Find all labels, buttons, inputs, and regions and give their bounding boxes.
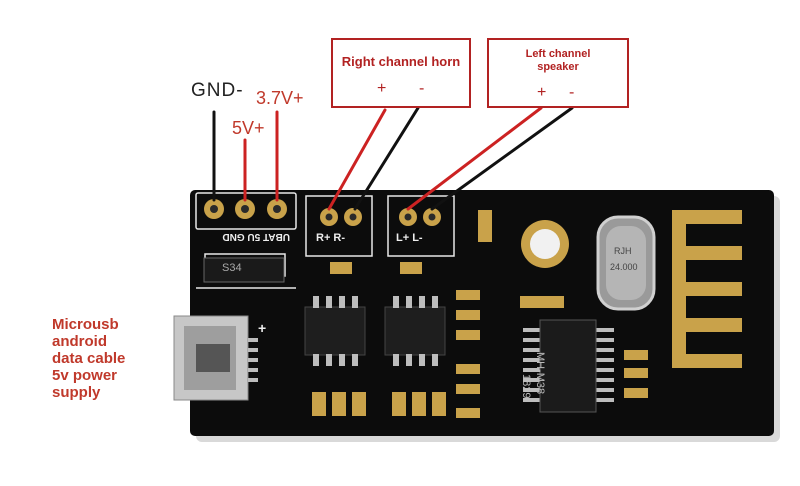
crystal-marking-2: 24.000 — [610, 262, 638, 272]
right-channel-callout: Right channel horn + - — [331, 38, 471, 108]
left-channel-callout: Left channel speaker + - — [487, 38, 629, 108]
power-pads — [204, 199, 287, 219]
gnd-label: GND- — [191, 80, 244, 101]
left-terminal-frame — [387, 195, 455, 257]
right-terminal-frame — [305, 195, 373, 257]
left-channel-minus: - — [569, 84, 575, 101]
usb-plus-marking: + — [258, 320, 267, 336]
pcb-antenna — [672, 210, 742, 368]
usb-note-line-2: android — [52, 333, 107, 350]
left-channel-plus: + — [537, 84, 547, 101]
silk-right-terminal: R+ R- — [316, 232, 346, 244]
amplifier-chip-2 — [384, 296, 446, 366]
chip-marking-1: MH-M38 — [534, 352, 546, 395]
bluetooth-chip — [523, 319, 614, 413]
micro-usb-port — [173, 315, 258, 401]
regulator — [203, 257, 285, 283]
usb-note-line-1: Microusb — [52, 316, 119, 333]
crystal-marking-1: RJH — [614, 246, 632, 256]
silk-left-terminal: L+ L- — [396, 232, 423, 244]
bat-label: 3.7V+ — [256, 88, 304, 108]
right-channel-plus: + — [377, 80, 387, 97]
left-channel-title: Left channel speaker — [525, 48, 591, 73]
right-channel-title: Right channel horn — [341, 54, 461, 69]
regulator-marking: S34 — [222, 262, 242, 274]
speaker-pads — [320, 208, 441, 226]
wires — [212, 106, 574, 211]
usb-note: Microusb android data cable 5v power sup… — [52, 316, 125, 401]
silk-pin-labels: UBAT 5U GND — [222, 231, 290, 242]
usb-note-line-5: supply — [52, 384, 101, 401]
5v-label: 5V+ — [232, 118, 265, 138]
usb-note-line-4: 5v power — [52, 367, 118, 384]
usb-note-line-3: data cable — [52, 350, 126, 367]
right-channel-minus: - — [419, 80, 425, 97]
chip-marking-2: 1829 — [520, 374, 532, 399]
amplifier-chip-1 — [304, 296, 366, 366]
passive-components — [312, 210, 648, 418]
